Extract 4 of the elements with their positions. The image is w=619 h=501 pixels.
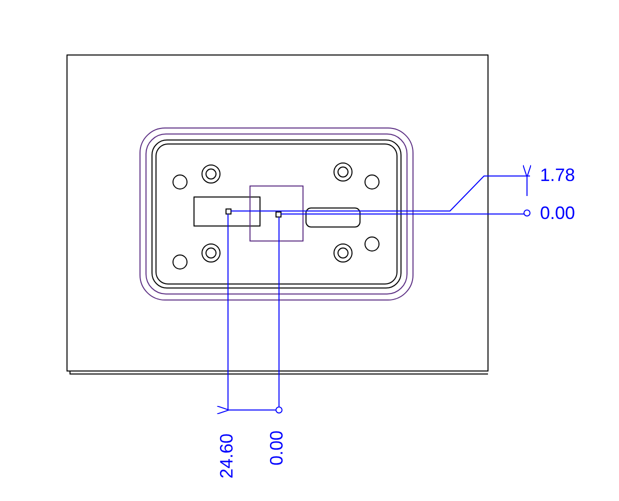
dimension-value: 0.00 [540,203,576,223]
dimension-value: 1.78 [540,165,576,185]
dimension-value: 24.60 [216,433,236,479]
dimension-value: 0.00 [266,430,286,466]
